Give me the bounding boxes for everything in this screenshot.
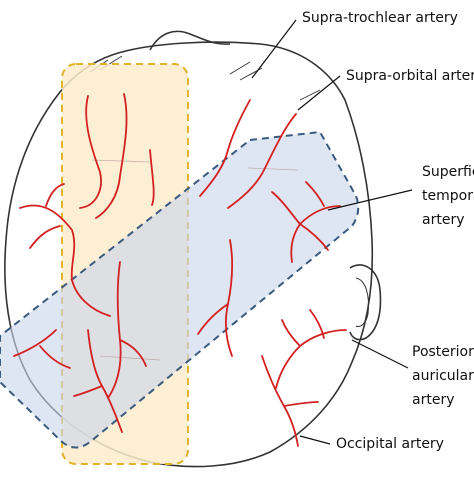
right-supra-orbital-artery <box>227 113 297 209</box>
leader-supra-trochlear <box>251 19 297 79</box>
left-posterior-auricular-artery <box>13 329 57 357</box>
leader-lines <box>251 19 413 445</box>
label-posterior-auricular-2: auricular <box>412 368 474 384</box>
label-posterior-auricular-1: Posterior <box>412 344 474 360</box>
label-superficial-temporal-2: temporal <box>422 188 474 204</box>
faint-lines <box>91 159 299 361</box>
arteries <box>13 93 347 447</box>
label-superficial-temporal-1: Superficial <box>422 164 474 180</box>
right-posterior-auricular-artery <box>275 329 347 389</box>
label-supra-orbital: Supra-orbital artery <box>346 68 474 84</box>
leader-supra-orbital <box>297 75 341 111</box>
zones <box>0 63 360 465</box>
left-temporal-artery <box>19 204 111 317</box>
left-supra-trochlear-artery <box>79 95 102 209</box>
labels: Supra-trochlear artery Supra-orbital art… <box>302 10 474 452</box>
blue-diagonal-zone <box>0 130 360 449</box>
leader-occipital <box>299 435 331 445</box>
skull-contour <box>4 41 374 468</box>
label-posterior-auricular-3: artery <box>412 392 454 408</box>
label-superficial-temporal-3: artery <box>422 212 464 228</box>
leader-posterior-auricular <box>351 339 409 369</box>
nose-outline <box>149 30 231 51</box>
right-ear-outline <box>349 264 382 341</box>
right-supra-trochlear-artery <box>199 99 251 197</box>
left-supra-orbital-artery <box>95 93 128 219</box>
left-frontal-branch <box>149 149 155 206</box>
right-occipital-artery <box>261 355 299 447</box>
label-supra-trochlear: Supra-trochlear artery <box>302 10 458 26</box>
leader-superficial-temporal <box>327 189 413 211</box>
right-ear-inner <box>355 277 369 327</box>
label-occipital: Occipital artery <box>336 436 444 452</box>
